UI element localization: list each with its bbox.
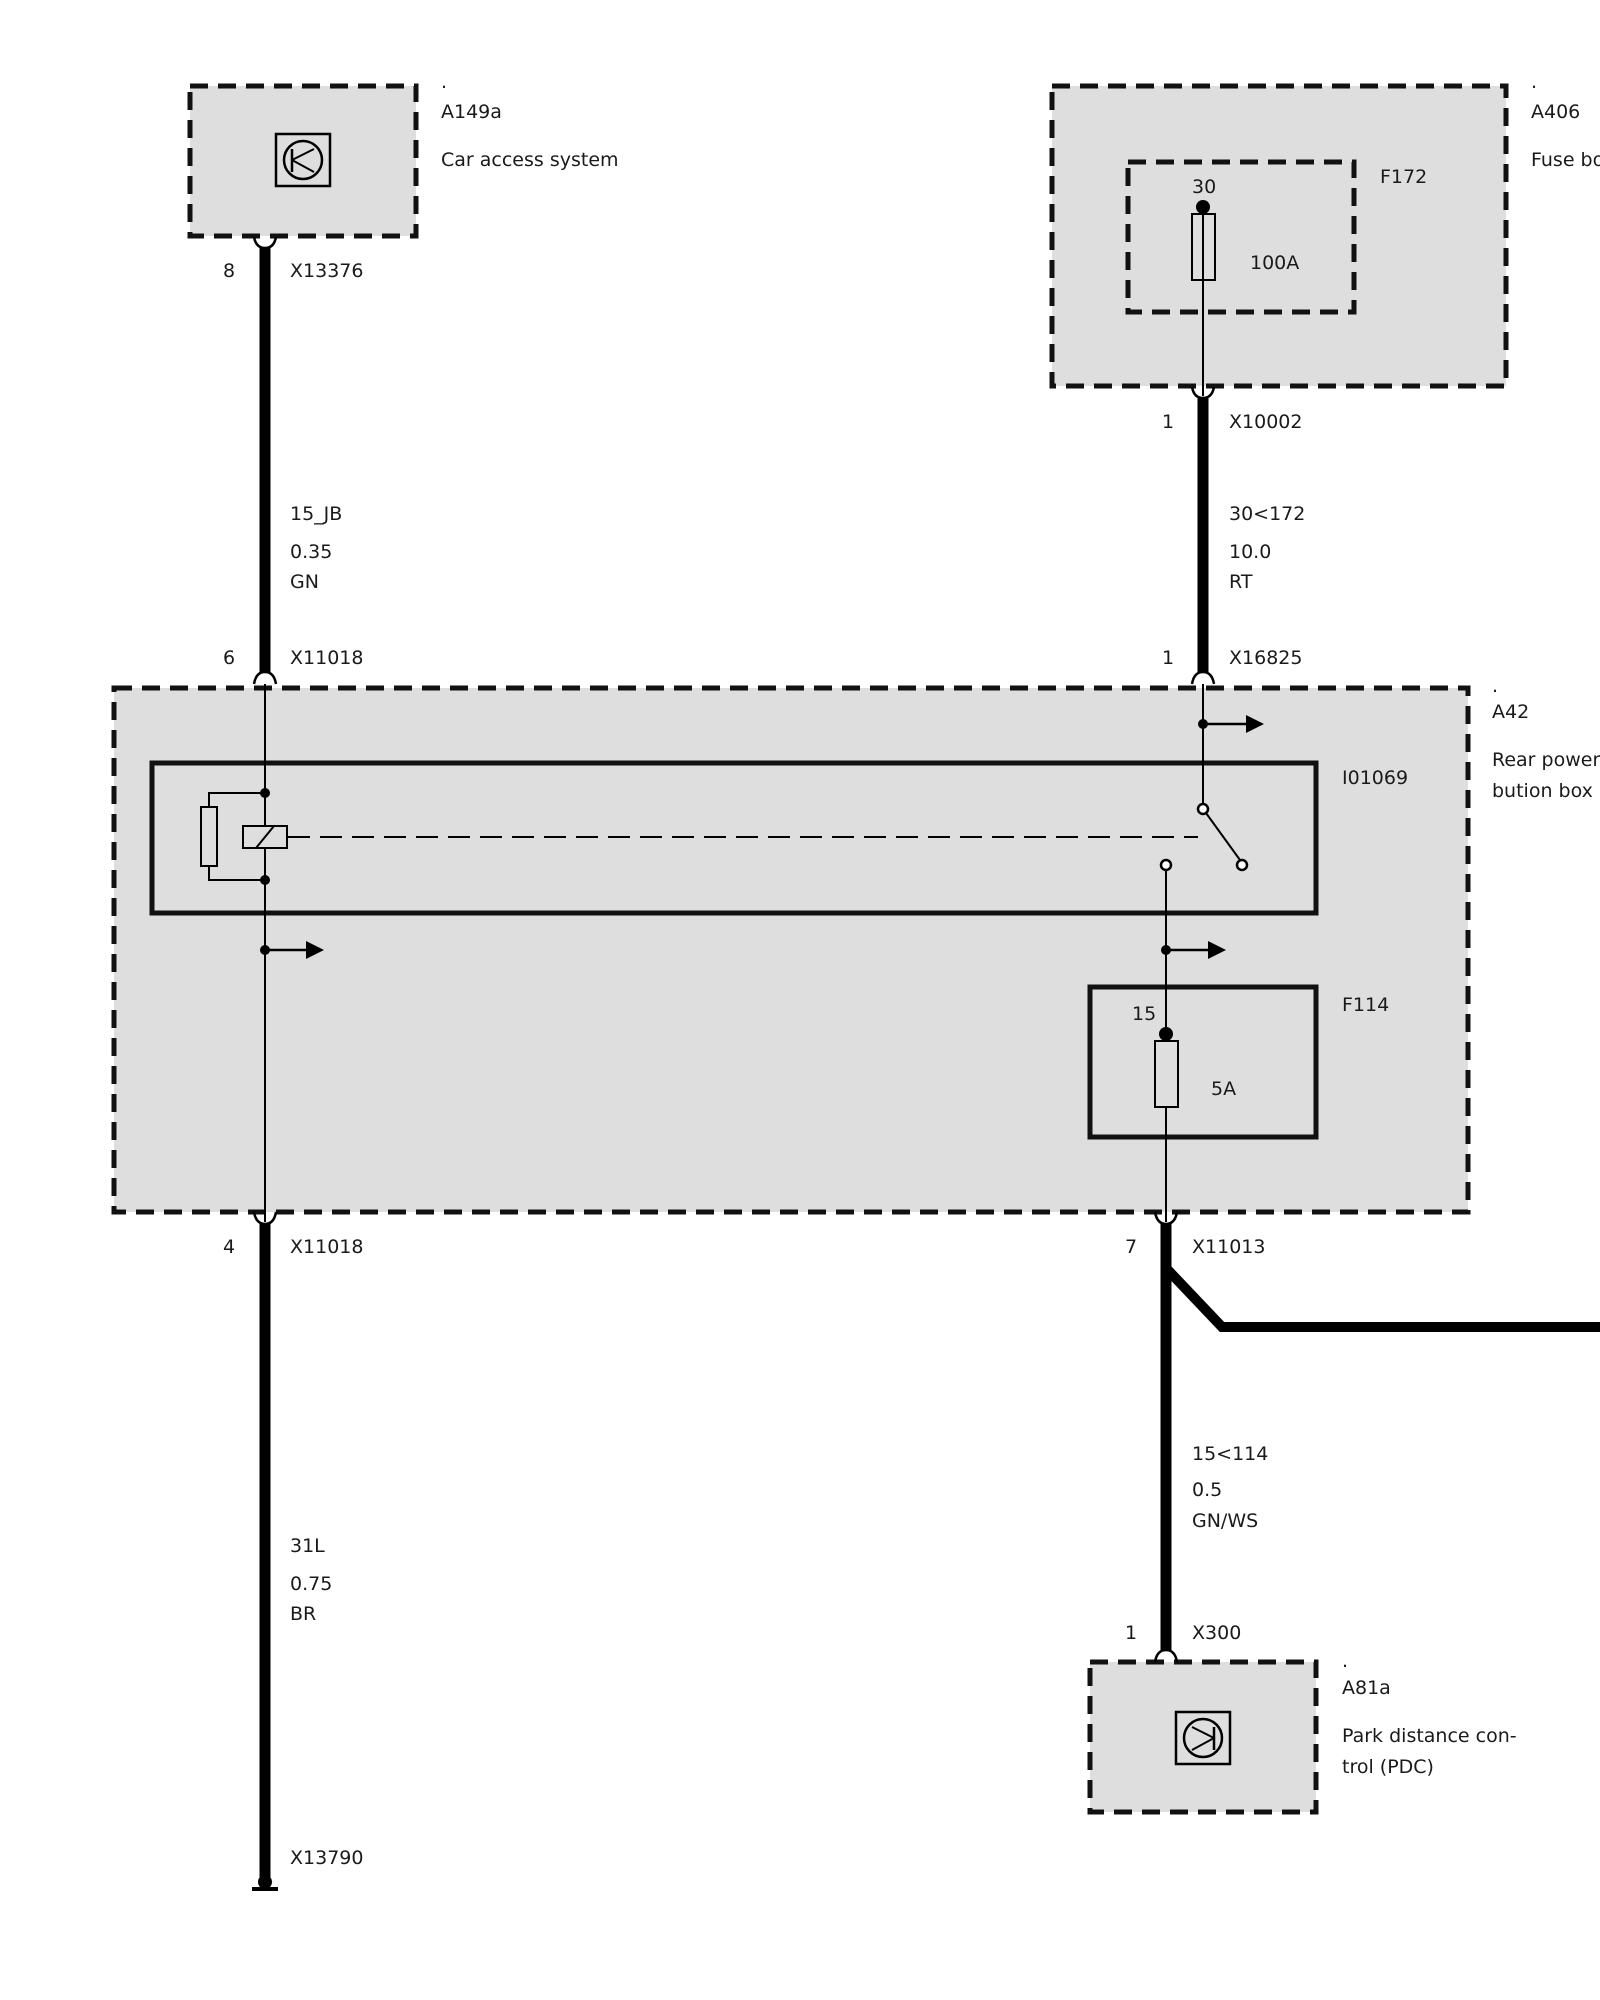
- x300-pin: 1: [1125, 1622, 1137, 1644]
- x13376-id: X13376: [290, 260, 363, 282]
- w15-signal: 15<114: [1192, 1443, 1268, 1465]
- connector-x11018-top[interactable]: 6 X11018: [223, 647, 363, 685]
- x11013-pin: 7: [1125, 1236, 1137, 1258]
- connector-x11013[interactable]: 7 X11013: [1125, 1211, 1265, 1258]
- x10002-id: X10002: [1229, 411, 1302, 433]
- f114-id: F114: [1342, 994, 1389, 1016]
- fuse-f172[interactable]: F172 30 100A: [1125, 159, 1427, 396]
- x11013-id: X11013: [1192, 1236, 1265, 1258]
- x10002-pin: 1: [1162, 411, 1174, 433]
- f114-terminal: 15: [1132, 1003, 1156, 1025]
- a406-id: A406: [1531, 101, 1580, 123]
- a42-id: A42: [1492, 701, 1529, 723]
- w30-gauge: 10.0: [1229, 541, 1271, 563]
- relay-coil-icon: [200, 788, 288, 885]
- x300-id: X300: [1192, 1622, 1241, 1644]
- fuse-f114[interactable]: F114 15 5A: [1087, 984, 1389, 1140]
- control-unit-icon: [1174, 1710, 1232, 1766]
- x11018-bottom-pin: 4: [223, 1236, 235, 1258]
- a149a-name: Car access system: [441, 149, 619, 171]
- connector-x10002[interactable]: 1 X10002: [1162, 386, 1302, 433]
- x16825-pin: 1: [1162, 647, 1174, 669]
- component-a42[interactable]: . A42 Rear power d bution box: [111, 675, 1600, 1215]
- a149a-id: A149a: [441, 101, 502, 123]
- component-a149a[interactable]: . A149a Car access system: [187, 71, 619, 239]
- f172-id: F172: [1380, 166, 1427, 188]
- f172-terminal: 30: [1192, 176, 1216, 198]
- i01069-id: I01069: [1342, 767, 1408, 789]
- fuse-icon: [1154, 1027, 1179, 1222]
- fuse-icon: [1191, 200, 1216, 396]
- connector-x300[interactable]: 1 X300: [1125, 1622, 1241, 1663]
- component-a81a[interactable]: . A81a Park distance con- trol (PDC): [1087, 1650, 1517, 1815]
- w15-color: GN/WS: [1192, 1510, 1258, 1532]
- x11018-top-id: X11018: [290, 647, 363, 669]
- a42-name-line1: Rear power d: [1492, 749, 1600, 771]
- a406-name: Fuse box: [1531, 149, 1600, 171]
- x13376-pin: 8: [223, 260, 235, 282]
- f172-rating: 100A: [1250, 252, 1299, 274]
- connector-x16825[interactable]: 1 X16825: [1162, 647, 1302, 685]
- w30-color: RT: [1229, 571, 1253, 593]
- w15jb-signal: 15_JB: [290, 503, 342, 525]
- a81a-name-line2: trol (PDC): [1342, 1756, 1434, 1778]
- wire-15-114[interactable]: [1160, 1224, 1600, 1650]
- relay-i01069[interactable]: I01069: [149, 760, 1408, 916]
- arrow-icon: [260, 941, 324, 959]
- control-unit-icon: [274, 132, 332, 188]
- switch-icon: [1159, 684, 1249, 1030]
- x11018-top-pin: 6: [223, 647, 235, 669]
- ground-icon[interactable]: X13790: [252, 1847, 363, 1891]
- w15jb-gauge: 0.35: [290, 541, 332, 563]
- a42-dot: .: [1492, 675, 1498, 697]
- w30-signal: 30<172: [1229, 503, 1305, 525]
- arrow-icon: [1161, 941, 1226, 959]
- a406-dot: .: [1531, 71, 1537, 93]
- a81a-dot: .: [1342, 1650, 1348, 1672]
- w15jb-color: GN: [290, 571, 319, 593]
- internal-wiring-a42: [200, 684, 1264, 1222]
- x13790-id: X13790: [290, 1847, 363, 1869]
- x11018-bottom-id: X11018: [290, 1236, 363, 1258]
- w15-gauge: 0.5: [1192, 1479, 1222, 1501]
- f114-rating: 5A: [1211, 1078, 1236, 1100]
- w31l-signal: 31L: [290, 1535, 325, 1557]
- connector-x13376[interactable]: 8 X13376: [223, 236, 363, 282]
- a81a-name-line1: Park distance con-: [1342, 1725, 1517, 1747]
- component-a406[interactable]: . A406 Fuse box: [1049, 71, 1600, 389]
- arrow-icon: [1203, 715, 1264, 733]
- x16825-id: X16825: [1229, 647, 1302, 669]
- a81a-id: A81a: [1342, 1677, 1391, 1699]
- a149a-dot: .: [441, 71, 447, 93]
- w31l-gauge: 0.75: [290, 1573, 332, 1595]
- connector-x11018-bottom[interactable]: 4 X11018: [223, 1211, 363, 1258]
- a42-name-line2: bution box: [1492, 780, 1593, 802]
- w31l-color: BR: [290, 1603, 316, 1625]
